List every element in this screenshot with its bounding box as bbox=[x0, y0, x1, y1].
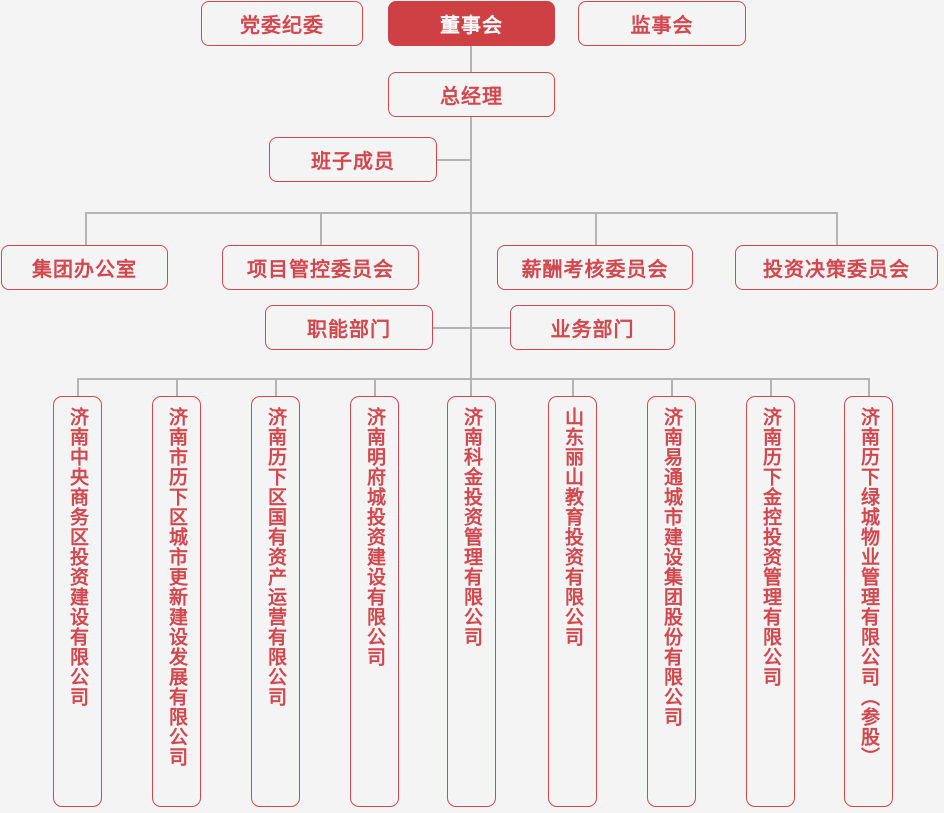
connector-subsidiary-drop-2 bbox=[176, 378, 178, 397]
node-board-of-directors[interactable]: 董事会 bbox=[388, 1, 555, 46]
connector-committee-bar bbox=[85, 212, 837, 214]
connector-committee-drop-4 bbox=[836, 212, 838, 246]
node-subsidiary-7[interactable]: 济南易通城市建设集团股份有限公司 bbox=[647, 396, 696, 807]
subsidiary-label: 济南明府城投资建设有限公司 bbox=[364, 407, 385, 667]
connector-subsidiary-drop-6 bbox=[572, 378, 574, 397]
node-business-department[interactable]: 业务部门 bbox=[510, 305, 675, 350]
connector-subsidiary-drop-5 bbox=[470, 378, 472, 397]
connector-committee-drop-3 bbox=[595, 212, 597, 246]
connector-team-stub bbox=[436, 159, 471, 161]
connector-subsidiary-bar bbox=[77, 378, 868, 380]
node-subsidiary-5[interactable]: 济南科金投资管理有限公司 bbox=[447, 396, 496, 807]
node-project-control-committee[interactable]: 项目管控委员会 bbox=[222, 245, 419, 290]
subsidiary-label: 济南历下区国有资产运营有限公司 bbox=[265, 407, 286, 707]
node-subsidiary-6[interactable]: 山东丽山教育投资有限公司 bbox=[548, 396, 597, 807]
connector-dept-right bbox=[470, 327, 510, 329]
node-supervisory-board[interactable]: 监事会 bbox=[578, 1, 746, 46]
node-subsidiary-2[interactable]: 济南市历下区城市更新建设发展有限公司 bbox=[152, 396, 201, 807]
subsidiary-label: 济南历下金控投资管理有限公司 bbox=[760, 407, 781, 687]
subsidiary-label: 济南科金投资管理有限公司 bbox=[461, 407, 482, 647]
node-subsidiary-9[interactable]: 济南历下绿城物业管理有限公司（参股） bbox=[844, 396, 893, 807]
connector-subsidiary-drop-4 bbox=[374, 378, 376, 397]
connector-subsidiary-drop-8 bbox=[770, 378, 772, 397]
connector-subsidiary-drop-1 bbox=[77, 378, 79, 397]
connector-dept-left bbox=[433, 327, 471, 329]
node-party-committee[interactable]: 党委纪委 bbox=[201, 1, 363, 46]
subsidiary-label: 济南市历下区城市更新建设发展有限公司 bbox=[166, 407, 187, 767]
connector-committee-drop-2 bbox=[320, 212, 322, 246]
node-investment-committee[interactable]: 投资决策委员会 bbox=[735, 245, 938, 290]
node-subsidiary-3[interactable]: 济南历下区国有资产运营有限公司 bbox=[251, 396, 300, 807]
node-group-office[interactable]: 集团办公室 bbox=[1, 245, 168, 290]
node-team-members[interactable]: 班子成员 bbox=[269, 137, 437, 182]
connector-subsidiary-drop-3 bbox=[275, 378, 277, 397]
subsidiary-label: 济南历下绿城物业管理有限公司（参股） bbox=[858, 407, 879, 767]
subsidiary-label: 济南中央商务区投资建设有限公司 bbox=[67, 407, 88, 707]
subsidiary-label: 山东丽山教育投资有限公司 bbox=[562, 407, 583, 647]
connector-subsidiary-drop-9 bbox=[868, 378, 870, 397]
connector-committee-drop-1 bbox=[85, 212, 87, 246]
connector-subsidiary-drop-7 bbox=[671, 378, 673, 397]
node-subsidiary-8[interactable]: 济南历下金控投资管理有限公司 bbox=[746, 396, 795, 807]
node-compensation-committee[interactable]: 薪酬考核委员会 bbox=[497, 245, 693, 290]
subsidiary-label: 济南易通城市建设集团股份有限公司 bbox=[661, 407, 682, 727]
node-functional-department[interactable]: 职能部门 bbox=[265, 305, 433, 350]
node-general-manager[interactable]: 总经理 bbox=[388, 72, 555, 117]
node-subsidiary-1[interactable]: 济南中央商务区投资建设有限公司 bbox=[53, 396, 102, 807]
node-subsidiary-4[interactable]: 济南明府城投资建设有限公司 bbox=[350, 396, 399, 807]
